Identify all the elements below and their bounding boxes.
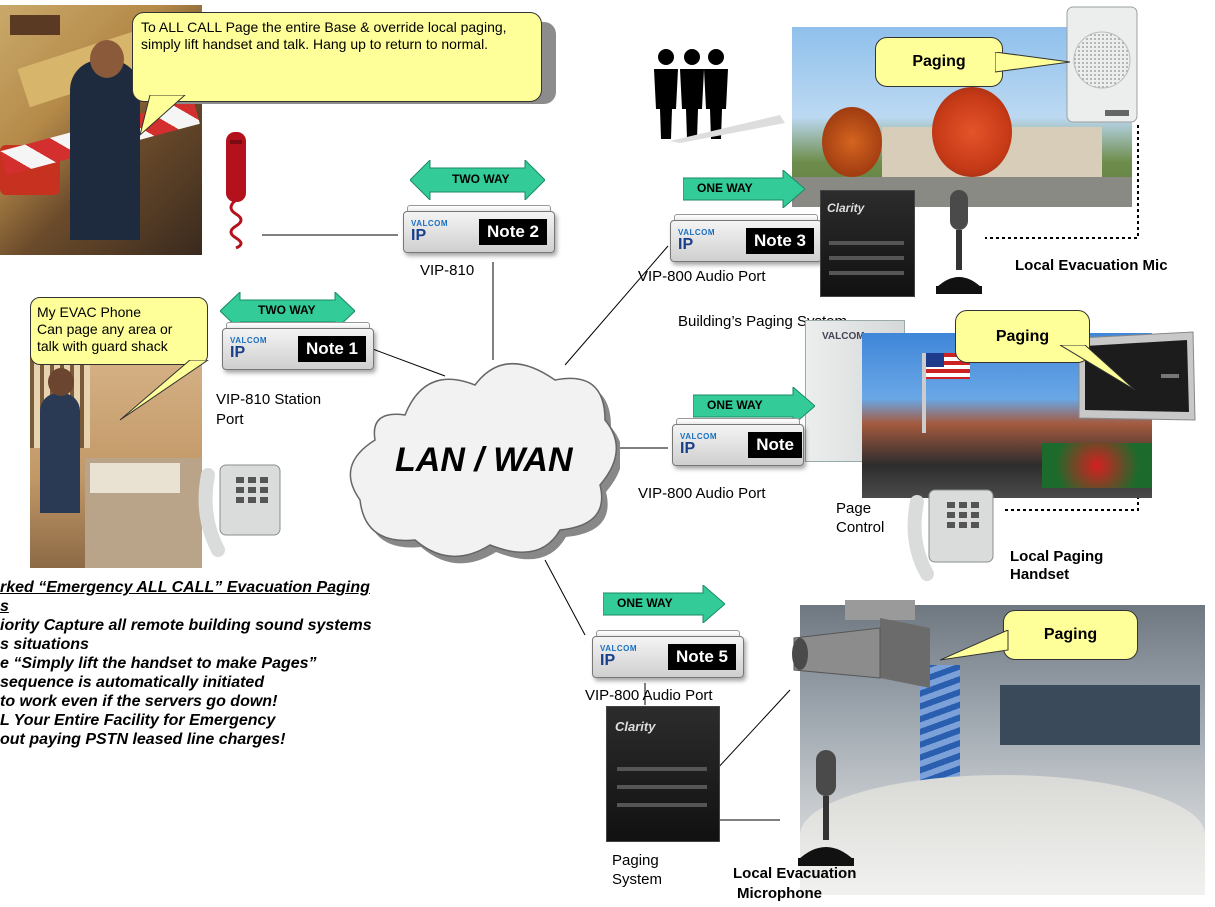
- one-way-label: ONE WAY: [697, 181, 753, 195]
- feature-heading-2: s: [0, 598, 9, 615]
- allcall-callout: To ALL CALL Page the entire Base & overr…: [132, 12, 542, 102]
- feature-line: sequence is automatically initiated: [0, 674, 265, 691]
- note-5-label: Note 5: [668, 644, 736, 670]
- phone-handset-icon: [214, 130, 262, 250]
- callout-tail: [119, 360, 209, 421]
- one-way-arrow-4: ONE WAY: [692, 385, 816, 427]
- local-paging-label-1: Local Paging: [1010, 548, 1104, 565]
- note-1-label: Note 1: [298, 336, 366, 362]
- horn-speaker-icon: [790, 598, 940, 698]
- note-4-label: Note: [748, 432, 802, 458]
- paging-callout-top: Paging: [875, 37, 1003, 87]
- callout-tail: [1060, 345, 1136, 391]
- vip800-label-4: VIP-800 Audio Port: [638, 485, 766, 502]
- evac-callout: My EVAC Phone Can page any area or talk …: [30, 297, 208, 365]
- brand-label: VALCOM: [678, 228, 716, 237]
- microphone-icon: [790, 748, 860, 868]
- microphone-icon: [928, 188, 988, 296]
- guard-booth-photo: [0, 5, 202, 255]
- paging-system-label-2: System: [612, 871, 663, 888]
- local-evac-microphone-label-1: Local Evacuation: [733, 865, 857, 882]
- feature-line: out paying PSTN leased line charges!: [0, 731, 286, 748]
- line-note3-to-cloud: [564, 245, 669, 366]
- ip-label: IP: [411, 227, 427, 244]
- allcall-callout-text: To ALL CALL Page the entire Base & overr…: [141, 19, 507, 52]
- desk-phone-icon: [198, 455, 288, 560]
- paging-callout-text: Paging: [912, 53, 966, 70]
- evac-callout-line3: talk with guard shack: [37, 338, 168, 354]
- paging-system-label-1: Paging: [612, 852, 659, 869]
- ip-label: IP: [678, 236, 694, 253]
- factory-photo: [800, 605, 1205, 895]
- two-way-label: TWO WAY: [258, 303, 316, 317]
- clarity-amplifier-bottom: Clarity: [606, 706, 720, 842]
- one-way-label: ONE WAY: [617, 596, 673, 610]
- brand-label: VALCOM: [230, 336, 268, 345]
- paging-callout-mid: Paging: [955, 310, 1090, 363]
- ip-label: IP: [230, 344, 246, 361]
- note-2-label: Note 2: [479, 219, 547, 245]
- people-silhouette-icon: [650, 45, 790, 145]
- brand-label: VALCOM: [680, 432, 718, 441]
- feature-list: rked “Emergency ALL CALL” Evacuation Pag…: [0, 578, 560, 749]
- ip-label: IP: [600, 652, 616, 669]
- feature-line: s situations: [0, 636, 89, 653]
- callout-tail: [140, 95, 186, 136]
- vip810-station-label-2: Port: [216, 411, 244, 428]
- paging-callout-bottom: Paging: [1003, 610, 1138, 660]
- vip810-label: VIP-810: [420, 262, 475, 279]
- feature-line: to work even if the servers go down!: [0, 693, 278, 710]
- brand-label: VALCOM: [600, 644, 638, 653]
- note-3-label: Note 3: [746, 228, 814, 254]
- line-paging-to-horn: [715, 689, 791, 771]
- two-way-arrow-top: TWO WAY: [409, 158, 546, 202]
- speaker-icon: [1065, 5, 1140, 125]
- two-way-label: TWO WAY: [452, 172, 510, 186]
- desk-phone-icon: [905, 482, 1000, 582]
- page-control-label-2: Control: [836, 519, 885, 536]
- two-way-arrow-left: TWO WAY: [219, 290, 356, 332]
- callout-tail: [940, 630, 1009, 661]
- evac-callout-line1: My EVAC Phone: [37, 304, 142, 320]
- brand-label: VALCOM: [822, 331, 865, 342]
- local-evac-microphone-label-2: Microphone: [737, 885, 822, 902]
- one-way-arrow-5: ONE WAY: [602, 583, 726, 625]
- feature-line: iority Capture all remote building sound…: [0, 617, 372, 634]
- local-evac-mic-label: Local Evacuation Mic: [1015, 257, 1168, 274]
- lan-wan-cloud: LAN / WAN: [345, 355, 623, 570]
- callout-tail: [995, 52, 1071, 73]
- line-note5-to-cloud: [544, 559, 586, 636]
- vip800-label-3: VIP-800 Audio Port: [638, 268, 766, 285]
- one-way-label: ONE WAY: [707, 398, 763, 412]
- vip800-label-5: VIP-800 Audio Port: [585, 687, 713, 704]
- feature-line: e “Simply lift the handset to make Pages…: [0, 655, 317, 672]
- local-paging-label-2: Handset: [1010, 566, 1070, 583]
- line-note1-to-cloud: [369, 347, 446, 377]
- paging-callout-text: Paging: [1043, 626, 1098, 643]
- dotted-line-top-speaker: [985, 125, 1139, 239]
- ip-label: IP: [680, 440, 696, 457]
- buildings-paging-label: Building’s Paging System: [678, 313, 847, 330]
- lan-wan-label: LAN / WAN: [395, 441, 573, 479]
- feature-heading: rked “Emergency ALL CALL” Evacuation Pag…: [0, 579, 370, 596]
- page-control-label-1: Page: [836, 500, 872, 517]
- brand-label: VALCOM: [411, 219, 449, 228]
- paging-callout-text: Paging: [995, 328, 1050, 345]
- feature-line: L Your Entire Facility for Emergency: [0, 712, 276, 729]
- clarity-amplifier-top: Clarity: [820, 190, 915, 297]
- one-way-arrow-3: ONE WAY: [682, 168, 806, 210]
- evac-callout-line2: Can page any area or: [37, 321, 173, 337]
- vip810-station-label: VIP-810 Station: [216, 391, 322, 408]
- dotted-line-mid-speaker: [1005, 460, 1139, 511]
- speaker-icon: [1075, 328, 1197, 424]
